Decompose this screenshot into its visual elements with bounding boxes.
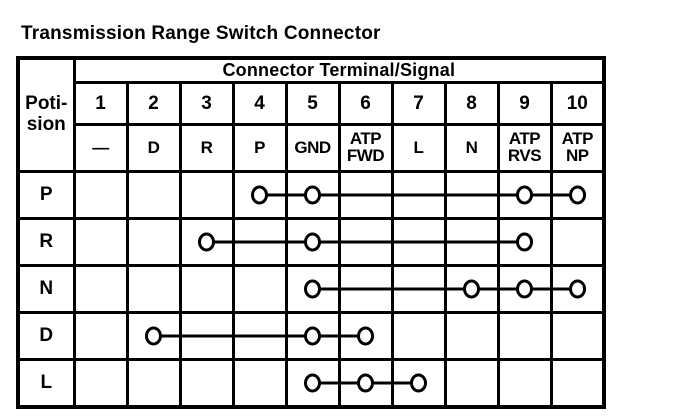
continuity-cell [231, 170, 288, 220]
continuity-cell [284, 311, 341, 361]
continuity-cell [549, 170, 606, 220]
continuity-cell [125, 170, 182, 220]
continuity-cell [178, 170, 235, 220]
continuity-cell [549, 264, 606, 314]
row-position-N: N [16, 264, 606, 314]
signal-header-5: GND [284, 123, 341, 173]
continuity-cell [125, 217, 182, 267]
group-header: Connector Terminal/Signal [72, 56, 606, 84]
signal-row: — D R P GND ATP FWD L N ATP RVS ATP NP [18, 123, 606, 173]
signal-header-4: P [231, 123, 288, 173]
signal-header-9: ATP RVS [496, 123, 553, 173]
continuity-cell [390, 170, 447, 220]
continuity-cell [496, 311, 553, 361]
continuity-cell [72, 311, 129, 361]
continuity-cell [496, 217, 553, 267]
continuity-cell [231, 264, 288, 314]
continuity-cell [549, 311, 606, 361]
continuity-cell [231, 311, 288, 361]
terminal-header-6: 6 [337, 81, 394, 126]
row-label-P: P [16, 170, 76, 220]
continuity-cell [72, 170, 129, 220]
continuity-cell [178, 217, 235, 267]
connector-continuity-table: Poti- sion Connector Terminal/Signal 1 2… [16, 56, 607, 409]
terminal-header-3: 3 [178, 81, 235, 126]
signal-header-1: — [72, 123, 129, 173]
continuity-cell [390, 217, 447, 267]
continuity-cell [496, 170, 553, 220]
continuity-cell [443, 311, 500, 361]
signal-header-6: ATP FWD [337, 123, 394, 173]
continuity-cell [390, 264, 447, 314]
terminal-number-row: 1 2 3 4 5 6 7 8 9 10 [18, 81, 606, 126]
signal-header-2: D [125, 123, 182, 173]
continuity-cell [125, 311, 182, 361]
continuity-cell [284, 358, 341, 408]
continuity-cell [72, 217, 129, 267]
continuity-cell [549, 217, 606, 267]
row-label-L: L [16, 358, 76, 408]
continuity-cell [231, 217, 288, 267]
row-position-L: L [16, 358, 606, 408]
continuity-cell [72, 264, 129, 314]
row-label-N: N [16, 264, 76, 314]
signal-header-8: N [443, 123, 500, 173]
row-position-D: D [16, 311, 606, 361]
terminal-header-7: 7 [390, 81, 447, 126]
terminal-header-5: 5 [284, 81, 341, 126]
terminal-header-8: 8 [443, 81, 500, 126]
terminal-header-4: 4 [231, 81, 288, 126]
row-position-R: R [16, 217, 606, 267]
continuity-cell [337, 217, 394, 267]
continuity-cell [337, 264, 394, 314]
terminal-header-10: 10 [549, 81, 606, 126]
continuity-cell [178, 358, 235, 408]
continuity-table: Poti- sion Connector Terminal/Signal 1 2… [16, 56, 607, 409]
row-position-P: P [16, 170, 606, 220]
continuity-cell [443, 217, 500, 267]
signal-header-7: L [390, 123, 447, 173]
continuity-cell [443, 358, 500, 408]
position-column-header: Poti- sion [16, 56, 76, 173]
terminal-header-2: 2 [125, 81, 182, 126]
row-label-R: R [16, 217, 76, 267]
row-label-D: D [16, 311, 76, 361]
continuity-cell [284, 264, 341, 314]
continuity-cell [284, 217, 341, 267]
continuity-cell [284, 170, 341, 220]
continuity-cell [496, 264, 553, 314]
continuity-cell [178, 311, 235, 361]
continuity-cell [337, 170, 394, 220]
continuity-cell [443, 264, 500, 314]
signal-header-3: R [178, 123, 235, 173]
terminal-header-1: 1 [72, 81, 129, 126]
continuity-cell [337, 311, 394, 361]
continuity-cell [549, 358, 606, 408]
continuity-cell [125, 264, 182, 314]
terminal-header-9: 9 [496, 81, 553, 126]
continuity-cell [231, 358, 288, 408]
continuity-cell [72, 358, 129, 408]
continuity-cell [390, 358, 447, 408]
signal-header-10: ATP NP [549, 123, 606, 173]
continuity-cell [443, 170, 500, 220]
page-title: Transmission Range Switch Connector [21, 23, 381, 44]
continuity-cell [390, 311, 447, 361]
continuity-cell [337, 358, 394, 408]
continuity-cell [125, 358, 182, 408]
continuity-cell [496, 358, 553, 408]
continuity-cell [178, 264, 235, 314]
